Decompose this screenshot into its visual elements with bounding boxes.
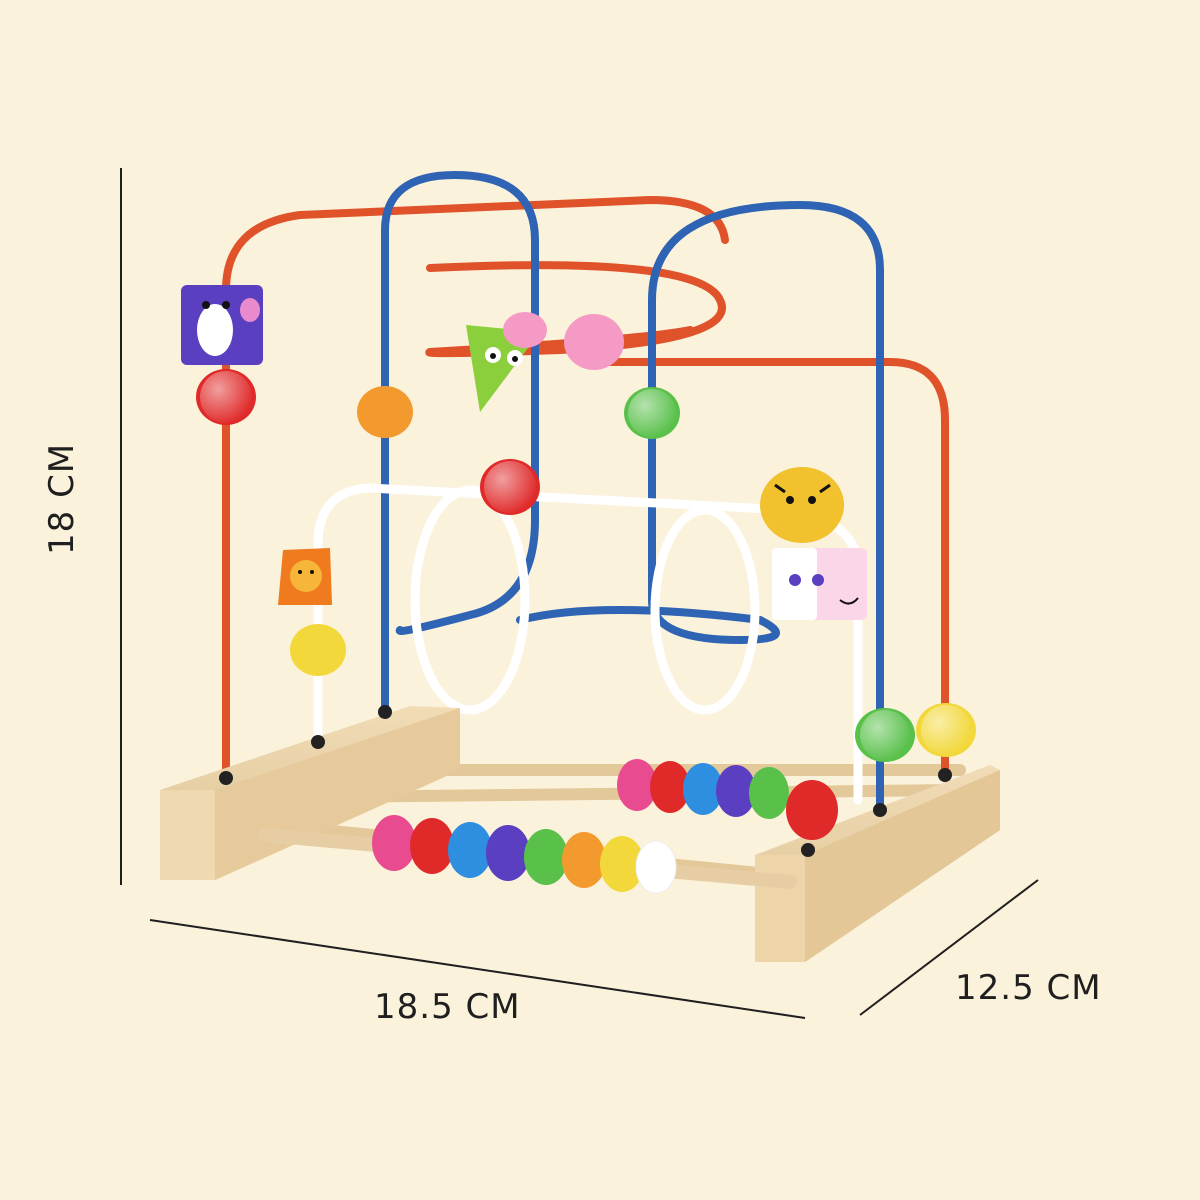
- wire-maze: [222, 171, 949, 814]
- width-dimension-label: 18.5 CM: [374, 987, 521, 1027]
- blue-wire-right: [516, 201, 884, 814]
- tiger-block: [760, 467, 844, 543]
- dimension-lines: [120, 168, 1039, 1019]
- abacus-beads-back: [617, 759, 838, 840]
- white-loop-left: [410, 485, 530, 715]
- white-loop-right: [650, 505, 760, 715]
- bead-highlights: [200, 371, 971, 760]
- depth-dimension-line: [859, 879, 1039, 1016]
- animal-blocks: [181, 285, 867, 620]
- abacus-beads-front: [372, 815, 677, 894]
- dog-block: [181, 285, 263, 365]
- depth-dimension-label: 12.5 CM: [955, 968, 1102, 1008]
- white-wire: [313, 483, 863, 805]
- width-dimension-line: [149, 919, 806, 1019]
- height-dimension-label: 18 CM: [42, 442, 82, 555]
- lion-block: [278, 548, 332, 605]
- zebra-block: [772, 548, 867, 620]
- blue-wire-left: [381, 171, 539, 716]
